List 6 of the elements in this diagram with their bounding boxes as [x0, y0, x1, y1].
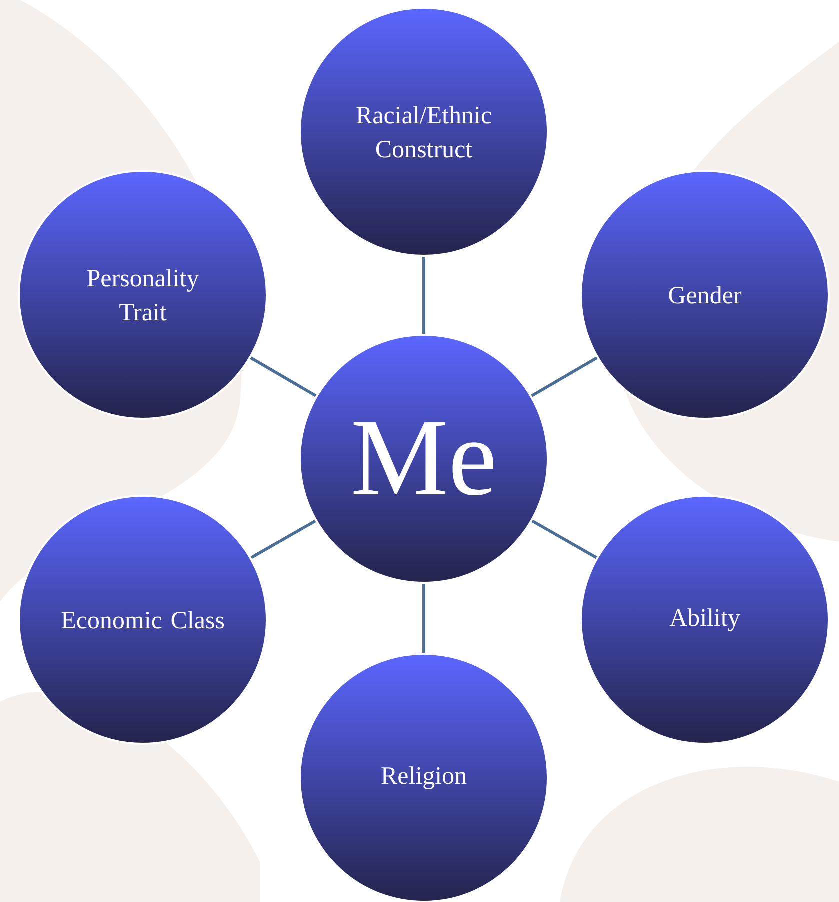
connector-line — [531, 356, 598, 398]
connector-line — [422, 584, 426, 653]
connector-line — [250, 520, 316, 560]
connector-line — [422, 257, 426, 334]
connector-line — [250, 356, 317, 398]
connector-line — [532, 520, 598, 560]
